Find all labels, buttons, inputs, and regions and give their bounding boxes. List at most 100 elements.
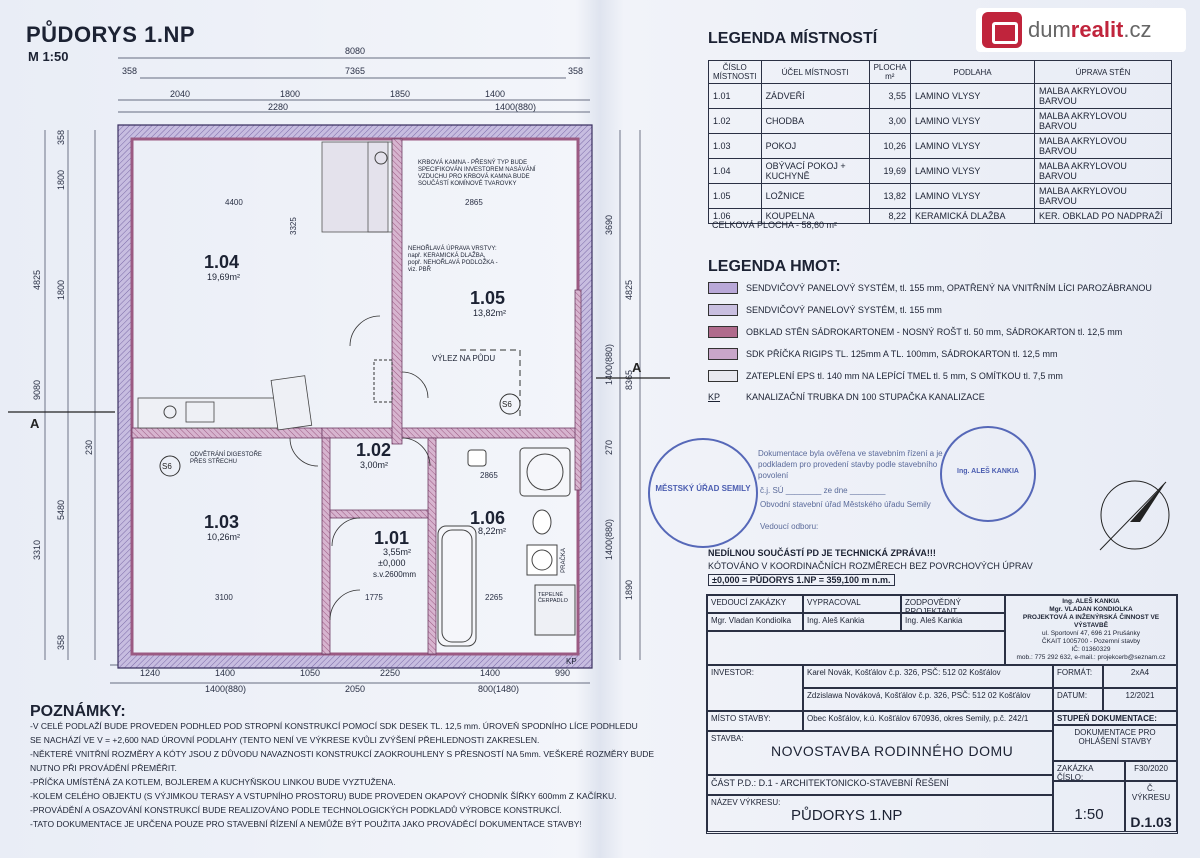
dim-top-seg2: 1800	[280, 89, 300, 99]
legend-material-text: KANALIZAČNÍ TRUBKA DN 100 STUPAČKA KANAL…	[746, 392, 985, 402]
dim-bottom-g: 1400(880)	[205, 684, 246, 694]
cell: MALBA AKRYLOVOU BARVOU	[1034, 158, 1172, 184]
dim-right-d: 1400(880)	[604, 519, 614, 560]
dim-1775: 1775	[365, 593, 383, 602]
site-logo[interactable]: dumrealit.cz	[976, 8, 1186, 52]
note-item: -KOLEM CELÉHO OBJEKTU (S VÝJIMKOU TERASY…	[30, 791, 617, 801]
tb-format-label: FORMÁT:	[1053, 665, 1103, 688]
title-block: VEDOUCÍ ZAKÁZKY VYPRACOVAL ZODPOVĚDNÝ PR…	[706, 594, 1178, 834]
swatch-outer-wall	[708, 304, 738, 316]
legend-material-item: SENDVIČOVÝ PANELOVÝ SYSTÉM, tl. 155 mm, …	[708, 282, 1152, 294]
verification-office: Obvodní stavební úřad Městského úřadu Se…	[760, 500, 931, 509]
tb-misto-label: MÍSTO STAVBY:	[707, 711, 803, 731]
dim-top-inner: 7365	[345, 66, 365, 76]
room-1-05-area: 13,82m²	[473, 308, 507, 318]
room-1-01-height: s.v.2600mm	[373, 570, 416, 579]
tb-datum: 12/2021	[1103, 688, 1177, 711]
tb-misto: Obec Košťálov, k.ú. Košťálov 670936, okr…	[803, 711, 1053, 731]
legend-rooms-header: ČÍSLO MÍSTNOSTI ÚČEL MÍSTNOSTI PLOCHA m²…	[708, 60, 1172, 84]
dim-left-b: 1800	[56, 170, 66, 190]
swatch-sdk-partition	[708, 348, 738, 360]
legend-rooms-total: CELKOVÁ PLOCHA - 58,60 m²	[712, 220, 838, 230]
dim-bottom-e: 1400	[480, 668, 500, 678]
tb-signatures	[707, 631, 1005, 665]
dim-2865-b: 2865	[480, 471, 498, 480]
cell: ZÁDVEŘÍ	[760, 83, 870, 109]
dim-right-f: 270	[604, 440, 614, 455]
dim-bottom-b: 1400	[215, 668, 235, 678]
dim-top-seg6: 1400(880)	[495, 102, 536, 112]
cell: LAMINO VLYSY	[910, 83, 1036, 109]
legend-rooms-table: ČÍSLO MÍSTNOSTI ÚČEL MÍSTNOSTI PLOCHA m²…	[708, 60, 1172, 224]
note-item: -PROVÁDĚNÍ A OSAZOVÁNÍ KONSTRUKCÍ BUDE R…	[30, 805, 562, 815]
note-item: -TATO DOKUMENTACE JE URČENA POUZE PRO ST…	[30, 819, 582, 829]
cell: 13,82	[868, 183, 912, 209]
swatch-plasterboard-lining	[708, 326, 738, 338]
tb-zakazka: F30/2020	[1125, 761, 1177, 781]
label-tepelne-cerpadlo: TEPELNÉ ČERPADLO	[538, 592, 568, 604]
room-1-06-number: 1.06	[470, 508, 506, 528]
cell: LAMINO VLYSY	[910, 158, 1036, 184]
cell: KOUPELNA	[760, 208, 870, 224]
cell: LAMINO VLYSY	[910, 133, 1036, 159]
tb-nazev-block: NÁZEV VÝKRESU: PŮDORYS 1.NP	[707, 795, 1053, 832]
cell: KER. OBKLAD PO NADPRAŽÍ	[1034, 208, 1172, 224]
cell: 1.01	[708, 83, 762, 109]
tb-vedouci: Mgr. Vladan Kondiolka	[707, 613, 803, 631]
room-1-02-number: 1.02	[356, 440, 392, 460]
room-1-01-level: ±0,000	[378, 558, 406, 568]
note-item: -V CELÉ PODLAŽÍ BUDE PROVEDEN PODHLED PO…	[30, 721, 638, 731]
col-cislo: ČÍSLO MÍSTNOSTI	[708, 60, 762, 84]
cell: MALBA AKRYLOVOU BARVOU	[1034, 183, 1172, 209]
tb-investor-2: Zdzislawa Nováková, Košťálov č.p. 326, P…	[803, 688, 1053, 711]
legend-rooms-title: LEGENDA MÍSTNOSTÍ	[708, 30, 878, 47]
cell: 1.02	[708, 108, 762, 134]
tb-stupen: DOKUMENTACE PRO OHLÁŠENÍ STAVBY	[1053, 725, 1177, 761]
label-pracka: PRAČKA	[560, 548, 567, 573]
stamp-mestsky-urad: MĚSTSKÝ ÚŘAD SEMILY	[648, 438, 758, 548]
tb-projektant-label: ZODPOVĚDNÝ PROJEKTANT	[901, 595, 1005, 613]
dim-bottom-i: 800(1480)	[478, 684, 519, 694]
dim-left-f: 358	[56, 130, 66, 145]
swatch-outer-wall-vapor	[708, 282, 738, 294]
legend-material-text: SENDVIČOVÝ PANELOVÝ SYSTÉM, tl. 155 mm, …	[746, 283, 1152, 293]
dim-top-wall-left: 358	[122, 66, 137, 76]
north-arrow-icon	[1099, 480, 1170, 551]
note-vylez-na-pudu: VÝLEZ NA PŮDU	[432, 354, 496, 363]
cell: MALBA AKRYLOVOU BARVOU	[1034, 133, 1172, 159]
tb-investor-label: INVESTOR:	[707, 665, 803, 711]
cell: 1.03	[708, 133, 762, 159]
dim-right-c: 1400(880)	[604, 344, 614, 385]
verification-text: Dokumentace byla ověřena ve stavebním ří…	[758, 449, 943, 480]
tb-vypracoval-label: VYPRACOVAL	[803, 595, 901, 613]
cell: MALBA AKRYLOVOU BARVOU	[1034, 108, 1172, 134]
dim-bottom-a: 1240	[140, 668, 160, 678]
note-item: -PŘÍČKA UMÍSTĚNÁ ZA KOTLEM, BOJLEREM A K…	[30, 777, 396, 787]
room-1-04-number: 1.04	[204, 252, 240, 272]
label-kp: KP	[566, 657, 577, 666]
dim-left-e: 3310	[32, 540, 42, 560]
dim-top-overall: 8080	[345, 46, 365, 56]
tb-projektant: Ing. Aleš Kankia	[901, 613, 1005, 631]
dim-bottom-d: 2250	[380, 668, 400, 678]
room-1-01-area: 3,55m²	[383, 547, 412, 557]
dim-left-h: 230	[84, 440, 94, 455]
room-1-06-area: 8,22m²	[478, 526, 507, 536]
dim-left-a: 4825	[32, 270, 42, 290]
dim-right-total: 8365	[624, 370, 634, 390]
note-odvetrani-digestore: ODVĚTRÁNÍ DIGESTOŘE PŘES STŘECHU	[190, 452, 262, 465]
verification-odbor: Vedoucí odboru:	[760, 522, 819, 531]
cell: CHODBA	[760, 108, 870, 134]
drawing-scale: M 1:50	[28, 49, 69, 64]
dim-left-c: 1800	[56, 280, 66, 300]
cell: OBÝVACÍ POKOJ + KUCHYNĚ	[760, 158, 870, 184]
cell: 1.06	[708, 208, 762, 224]
dim-top-seg5: 2280	[268, 102, 288, 112]
dim-left-d: 5480	[56, 500, 66, 520]
note-item: SE NACHÁZÍ VE V = +2,600 NAD ÚROVNÍ PODL…	[30, 735, 540, 745]
